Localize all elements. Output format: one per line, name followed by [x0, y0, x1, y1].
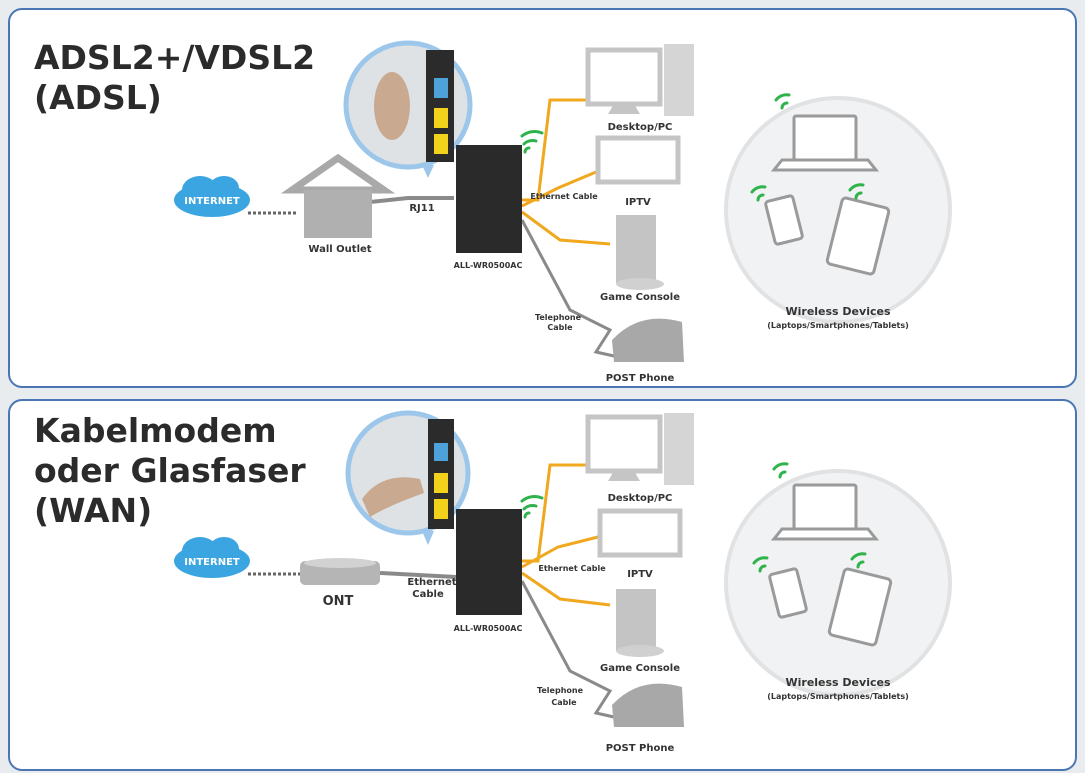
game-console-label: Game Console: [600, 663, 680, 674]
post-phone-label: POST Phone: [606, 743, 675, 754]
smartphone-icon: [764, 194, 804, 246]
router-wifi-icon: [520, 495, 544, 519]
ethernet-cable-console: [521, 210, 611, 246]
wireless-devices-circle: [724, 96, 952, 324]
ethernet-cable-wan-label-1: Ethernet: [407, 577, 456, 588]
ethernet-cable-label: Ethernet Cable: [538, 564, 606, 573]
tablet-icon: [825, 196, 891, 276]
post-phone-icon: [612, 683, 684, 727]
router-wifi-icon: [520, 130, 544, 154]
wan-diagram: INTERNET ONT Ethernet Cable ALL-WR0500AC…: [174, 410, 952, 754]
telephone-cable-label-2: Cable: [547, 323, 573, 332]
telephone-cable-label-2: Cable: [551, 698, 577, 707]
telephone-cable: [520, 580, 615, 719]
iptv-label: IPTV: [625, 197, 651, 208]
laptop-icon: [770, 483, 880, 541]
rj11-label: RJ11: [409, 203, 434, 214]
telephone-cable: [520, 219, 615, 358]
wall-outlet-label: Wall Outlet: [308, 244, 371, 255]
ethernet-cable-label: Ethernet Cable: [530, 192, 598, 201]
ethernet-cable-desktop: [522, 98, 602, 202]
internet-label: INTERNET: [184, 557, 240, 568]
desktop-pc-label: Desktop/PC: [608, 122, 673, 133]
wireless-devices-circle: [724, 469, 952, 697]
ethernet-cable-wan-label-2: Cable: [412, 589, 444, 600]
internet-cloud-icon: [174, 537, 250, 578]
adsl-panel: INTERNET Wall Outlet RJ11 ALL-WR0500AC E…: [8, 8, 1077, 388]
internet-cloud-icon: [174, 176, 250, 217]
ethernet-cable-iptv: [521, 535, 599, 569]
ont-icon: [300, 558, 380, 585]
adsl-title: ADSL2+/VDSL2 (ADSL): [34, 38, 316, 117]
wan-panel: INTERNET ONT Ethernet Cable ALL-WR0500AC…: [8, 399, 1077, 771]
post-phone-label: POST Phone: [606, 373, 675, 384]
telephone-cable-label-1: Telephone: [537, 686, 584, 695]
router-label: ALL-WR0500AC: [454, 624, 523, 633]
wan-port-closeup: [345, 410, 471, 545]
wireless-devices-sublabel: (Laptops/Smartphones/Tablets): [767, 321, 909, 330]
laptop-icon: [770, 114, 880, 172]
ont-label: ONT: [323, 594, 354, 609]
desktop-pc-icon: [585, 413, 694, 485]
router-label: ALL-WR0500AC: [454, 261, 523, 270]
ethernet-wan-cable: [379, 571, 457, 579]
ethernet-cable-console: [521, 571, 611, 607]
router-icon: [456, 509, 522, 615]
rj11-port-closeup: [343, 40, 473, 178]
rj11-cable: [369, 196, 454, 204]
desktop-pc-label: Desktop/PC: [608, 493, 673, 504]
wireless-wifi-icons: [750, 93, 865, 202]
desktop-pc-icon: [585, 44, 694, 116]
wall-outlet-icon: [280, 153, 396, 238]
game-console-icon: [616, 589, 664, 657]
wireless-devices-label: Wireless Devices: [785, 305, 890, 318]
ethernet-cable-iptv: [521, 170, 597, 208]
smartphone-icon: [768, 567, 808, 619]
post-phone-icon: [612, 318, 684, 362]
iptv-label: IPTV: [627, 569, 653, 580]
wireless-devices-sublabel: (Laptops/Smartphones/Tablets): [767, 692, 909, 701]
tablet-icon: [827, 567, 893, 647]
iptv-icon: [597, 508, 683, 558]
iptv-icon: [595, 135, 681, 185]
telephone-cable-label-1: Telephone: [535, 313, 582, 322]
router-icon: [456, 145, 522, 253]
wan-title: Kabelmodem oder Glasfaser (WAN): [34, 411, 306, 530]
game-console-label: Game Console: [600, 292, 680, 303]
adsl-diagram: INTERNET Wall Outlet RJ11 ALL-WR0500AC E…: [174, 40, 952, 384]
wireless-devices-label: Wireless Devices: [785, 676, 890, 689]
internet-label: INTERNET: [184, 196, 240, 207]
game-console-icon: [616, 215, 664, 290]
wireless-wifi-icons: [752, 462, 867, 573]
